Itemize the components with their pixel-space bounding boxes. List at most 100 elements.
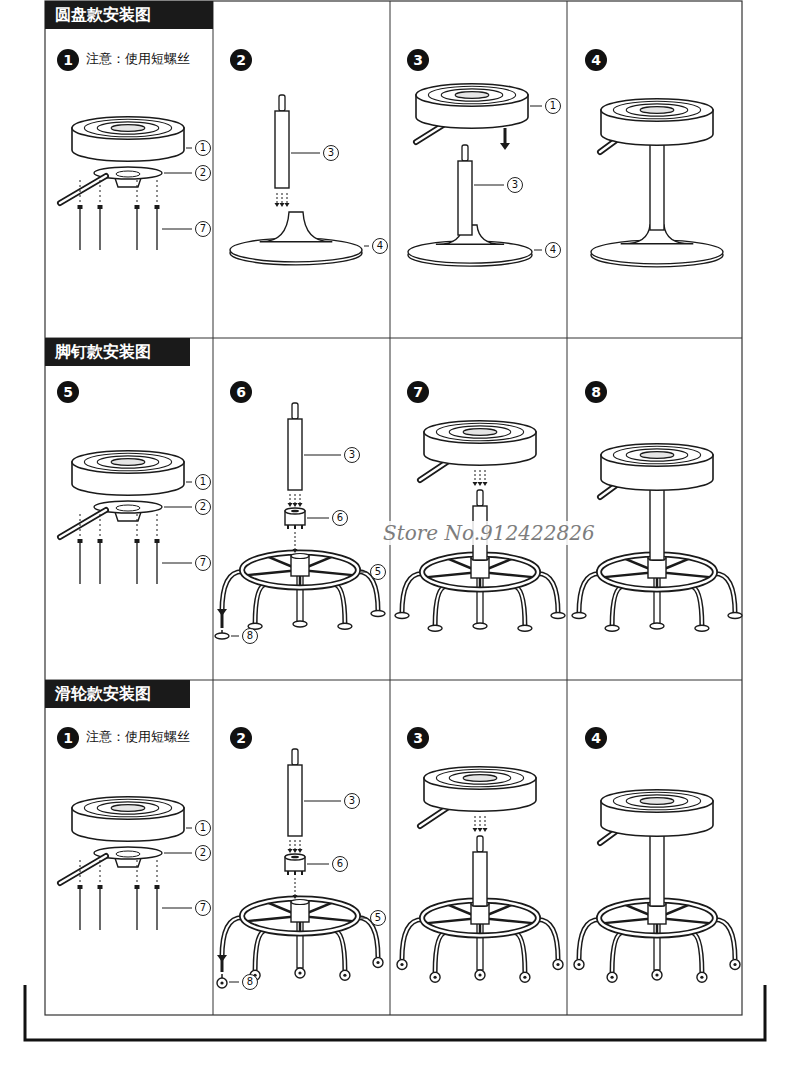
arrow-head xyxy=(478,482,483,486)
caster-axle xyxy=(700,976,703,979)
section-header: 圆盘款安装图 xyxy=(45,1,213,29)
loose-foot xyxy=(215,630,229,639)
step-number: 8 xyxy=(585,381,607,403)
callout-number: 1 xyxy=(545,98,561,114)
callout-number-text: 7 xyxy=(200,558,206,568)
seat-ring xyxy=(428,86,515,103)
callout-number-text: 3 xyxy=(328,148,334,158)
screw-guide xyxy=(137,514,138,536)
callout-number-text: 4 xyxy=(550,245,556,255)
leg-outline xyxy=(690,586,702,626)
seat-ring xyxy=(626,104,688,116)
cylinder-body xyxy=(650,826,664,906)
leg-outline xyxy=(579,920,599,960)
step-number: 7 xyxy=(407,381,429,403)
caster-wheel xyxy=(373,958,383,968)
arrow-shaft xyxy=(290,840,291,849)
screw-guide xyxy=(157,514,158,536)
callout-number-text: 7 xyxy=(200,903,206,913)
callout-number-text: 1 xyxy=(200,823,206,833)
leg-outline xyxy=(690,932,702,972)
caster-axle xyxy=(523,976,526,979)
section-header-text: 滑轮款安装图 xyxy=(55,686,151,702)
caster-wheel xyxy=(340,970,350,980)
leader-line xyxy=(361,918,367,919)
screw-shaft xyxy=(156,889,157,930)
callout-number-text: 1 xyxy=(550,101,556,111)
step-number-text: 1 xyxy=(63,53,73,67)
screw-shaft xyxy=(156,209,157,250)
sleeve-hole xyxy=(291,510,299,513)
arrow-shaft xyxy=(485,470,486,482)
cylinder-body xyxy=(288,419,302,490)
gas-cylinder xyxy=(650,826,664,906)
disk-cone xyxy=(260,212,333,242)
disk-base xyxy=(591,225,723,267)
callout-number-text: 6 xyxy=(337,513,343,523)
leg-fill xyxy=(513,586,525,626)
callout-number-text: 2 xyxy=(200,502,206,512)
seat-top xyxy=(424,767,536,789)
cylinder-rod xyxy=(279,95,285,111)
leg-fill xyxy=(579,920,599,960)
screw-head xyxy=(98,539,103,543)
hub-sleeve xyxy=(285,508,305,529)
step-number-text: 2 xyxy=(236,731,246,745)
caster-axle xyxy=(343,974,346,977)
insert-arrows xyxy=(275,193,290,207)
leg-fill xyxy=(255,930,267,970)
center-post xyxy=(654,572,660,624)
caster-wheel xyxy=(430,972,440,982)
screw-head xyxy=(135,205,140,209)
screw-guide xyxy=(100,860,101,882)
gas-cylinder xyxy=(650,480,664,560)
lever xyxy=(60,510,106,537)
step-number: 1 xyxy=(57,49,79,71)
screw-guide xyxy=(157,860,158,882)
seat-top xyxy=(601,444,713,466)
foot-pad xyxy=(371,611,385,617)
arrow-shaft xyxy=(300,840,301,849)
seat-ring xyxy=(626,449,688,461)
callout-number: 1 xyxy=(195,140,211,156)
leg-fill xyxy=(402,920,422,960)
caster-wheel xyxy=(652,970,662,980)
seat-ring xyxy=(613,446,700,463)
step-number: 1 xyxy=(57,727,79,749)
cylinder-rod xyxy=(462,145,468,161)
screw-head xyxy=(155,205,160,209)
leader-line xyxy=(534,250,542,251)
callout-number: 6 xyxy=(332,510,348,526)
caster-wheel xyxy=(697,972,707,982)
cylinder-body xyxy=(288,765,302,836)
foot-ring-outline xyxy=(242,899,358,934)
leg-fill xyxy=(715,920,735,960)
screw-guide xyxy=(80,514,81,536)
sleeve-top xyxy=(285,508,305,514)
grid xyxy=(25,1,765,1040)
illustrations xyxy=(60,84,742,988)
callout-number-text: 2 xyxy=(200,168,206,178)
arrow-head xyxy=(280,203,285,207)
leg-fill xyxy=(538,920,558,960)
seat-ring xyxy=(441,89,503,101)
foot-pad xyxy=(551,613,565,619)
cylinder-rod xyxy=(292,749,298,765)
leg-outline xyxy=(538,920,558,960)
direction-arrow xyxy=(500,128,510,150)
seat-top xyxy=(72,117,184,139)
arrow-shaft xyxy=(475,816,476,828)
foot-pad xyxy=(572,613,586,619)
leg-fill xyxy=(715,574,735,614)
seat-cushion xyxy=(72,451,184,495)
caster-wheel xyxy=(607,972,617,982)
callout-number-text: 3 xyxy=(349,796,355,806)
section-header-text: 脚钉款安装图 xyxy=(55,344,151,360)
leg-outline xyxy=(222,572,242,612)
gas-cylinder xyxy=(650,140,664,230)
arrow-shaft xyxy=(485,816,486,828)
callout-number-text: 5 xyxy=(375,567,381,577)
cylinder-body xyxy=(473,852,487,906)
arrow-head xyxy=(298,503,303,507)
ring-base xyxy=(397,901,563,983)
